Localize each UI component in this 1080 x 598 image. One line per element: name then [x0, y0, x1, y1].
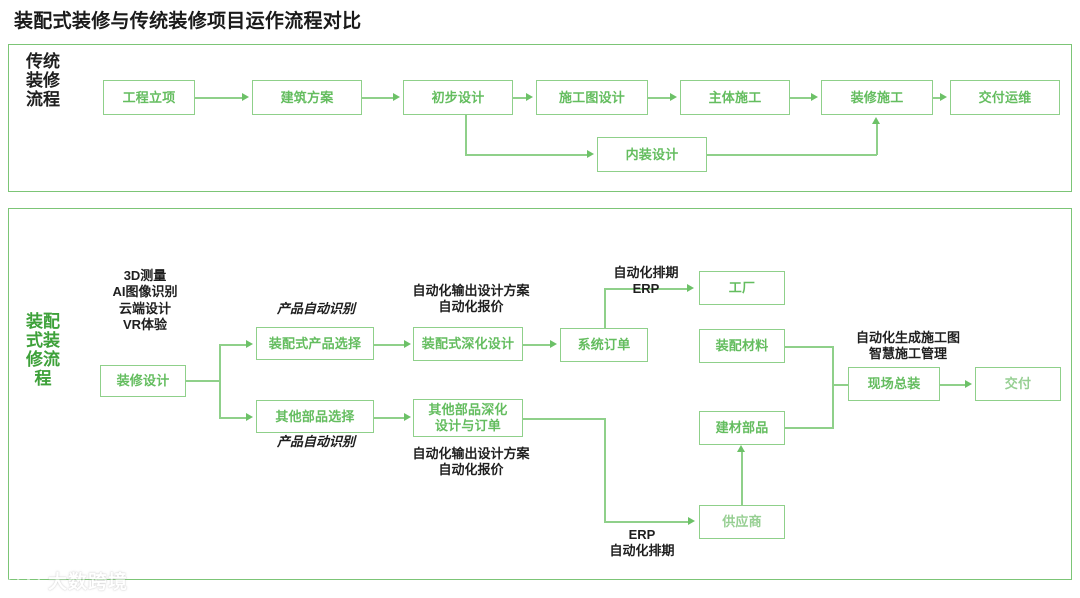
node-t5-zhutishigong[interactable]: 主体施工	[680, 80, 790, 115]
arrowhead-supplier-a9	[737, 445, 745, 452]
node-a6-xitong-dingdan[interactable]: 系统订单	[560, 328, 648, 362]
connector-a1-to-a3	[219, 417, 247, 419]
connector-a2-a4	[374, 344, 405, 346]
connector-a6-a7-vertical	[604, 288, 606, 329]
connector-a5-supplier-vertical	[604, 418, 606, 522]
node-t1-gongchenglixiang[interactable]: 工程立项	[103, 80, 195, 115]
annotation-product-auto-recognition-top: 产品自动识别	[276, 301, 355, 316]
annotation-erp-auto-schedule-bottom: ERP 自动化排期	[609, 527, 675, 559]
page-title: 装配式装修与传统装修项目运作流程对比	[14, 11, 362, 32]
node-a4-zhuangpeishi-shenhua-sheji[interactable]: 装配式深化设计	[413, 327, 523, 361]
connector-a5-supplier-horizontal-2	[604, 521, 689, 523]
node-a3-qita-bupin-xuanze[interactable]: 其他部品选择	[256, 400, 374, 433]
connector-t4-t5	[648, 97, 671, 99]
section-traditional-frame	[8, 44, 1072, 192]
section-assembled-label: 装配式装修流程	[26, 312, 60, 389]
node-t3-chubusheji[interactable]: 初步设计	[403, 80, 513, 115]
connector-a1-split-horizontal	[186, 380, 220, 382]
node-a12-jiaofu[interactable]: 交付	[975, 367, 1061, 401]
connector-t3-t8-vertical	[465, 115, 467, 155]
connector-t1-t2	[195, 97, 243, 99]
annotation-design-tech: 3D测量 AI图像识别 云端设计 VR体验	[112, 268, 178, 332]
connector-t3-t8-horizontal	[465, 154, 587, 156]
node-a2-zhuangpeishi-chanpin-xuanze[interactable]: 装配式产品选择	[256, 327, 374, 360]
arrowhead-a3-a5	[404, 413, 411, 421]
connector-a1-split-vertical	[219, 344, 221, 418]
arrowhead-t6-t7	[940, 93, 947, 101]
node-t8-neizhuangsheji[interactable]: 内装设计	[597, 137, 707, 172]
node-a5-qita-bupin-shenhua[interactable]: 其他部品深化 设计与订单	[413, 399, 523, 437]
arrowhead-a11-a12	[965, 380, 972, 388]
arrowhead-t1-t2	[242, 93, 249, 101]
arrowhead-t3-t8	[587, 150, 594, 158]
connector-t8-t6-horizontal	[707, 154, 877, 156]
arrowhead-t4-t5	[670, 93, 677, 101]
arrowhead-t8-t6	[872, 117, 880, 124]
annotation-auto-design-output-top: 自动化输出设计方案 自动化报价	[412, 283, 530, 315]
node-t4-shigongtusheji[interactable]: 施工图设计	[536, 80, 648, 115]
section-traditional-label: 传统装修流程	[26, 52, 60, 110]
connector-a11-a12	[940, 384, 966, 386]
node-a9-jiancai-bupin[interactable]: 建材部品	[699, 411, 785, 445]
connector-a4-a6	[523, 344, 551, 346]
connector-a6-a7-horizontal	[604, 288, 688, 290]
connector-t8-t6-vertical	[876, 124, 878, 155]
node-a11-xianchang-zongzhuang[interactable]: 现场总装	[848, 367, 940, 401]
connector-t5-t6	[790, 97, 812, 99]
annotation-product-auto-recognition-bottom: 产品自动识别	[276, 434, 355, 449]
node-a1-zhuangxiusheji[interactable]: 装修设计	[100, 365, 186, 397]
connector-supplier-a9-vertical	[741, 452, 743, 506]
connector-a3-a5	[374, 417, 405, 419]
node-t2-jianzhufangan[interactable]: 建筑方案	[252, 80, 362, 115]
arrowhead-t3-t4	[526, 93, 533, 101]
arrowhead-a5-supplier	[688, 517, 695, 525]
node-a8-zhuangpei-cailiao[interactable]: 装配材料	[699, 329, 785, 363]
connector-a5-supplier-horizontal-1	[523, 418, 606, 420]
arrowhead-t5-t6	[811, 93, 818, 101]
node-a7-gongchang[interactable]: 工厂	[699, 271, 785, 305]
connector-a9-merge	[785, 427, 834, 429]
connector-t6-t7	[933, 97, 941, 99]
arrowhead-a6-a7	[687, 284, 694, 292]
annotation-auto-design-output-bottom: 自动化输出设计方案 自动化报价	[412, 446, 530, 478]
arrowhead-t2-t3	[393, 93, 400, 101]
arrowhead-a4-a6	[550, 340, 557, 348]
annotation-auto-construction-drawing: 自动化生成施工图 智慧施工管理	[855, 330, 960, 362]
section-assembled-frame	[8, 208, 1072, 580]
connector-merge-vertical	[832, 346, 834, 428]
arrowhead-a2-a4	[404, 340, 411, 348]
connector-a1-to-a2	[219, 344, 247, 346]
arrowhead-a1-a3	[246, 413, 253, 421]
connector-t3-t4	[513, 97, 527, 99]
connector-a8-merge	[785, 346, 834, 348]
node-a10-gongyingshang[interactable]: 供应商	[699, 505, 785, 539]
arrowhead-a1-a2	[246, 340, 253, 348]
node-t7-jiaofuyunwei[interactable]: 交付运维	[950, 80, 1060, 115]
node-t6-zhuangxiushigong[interactable]: 装修施工	[821, 80, 933, 115]
annotation-auto-schedule-erp-top: 自动化排期 ERP	[613, 265, 679, 297]
connector-t2-t3	[362, 97, 394, 99]
